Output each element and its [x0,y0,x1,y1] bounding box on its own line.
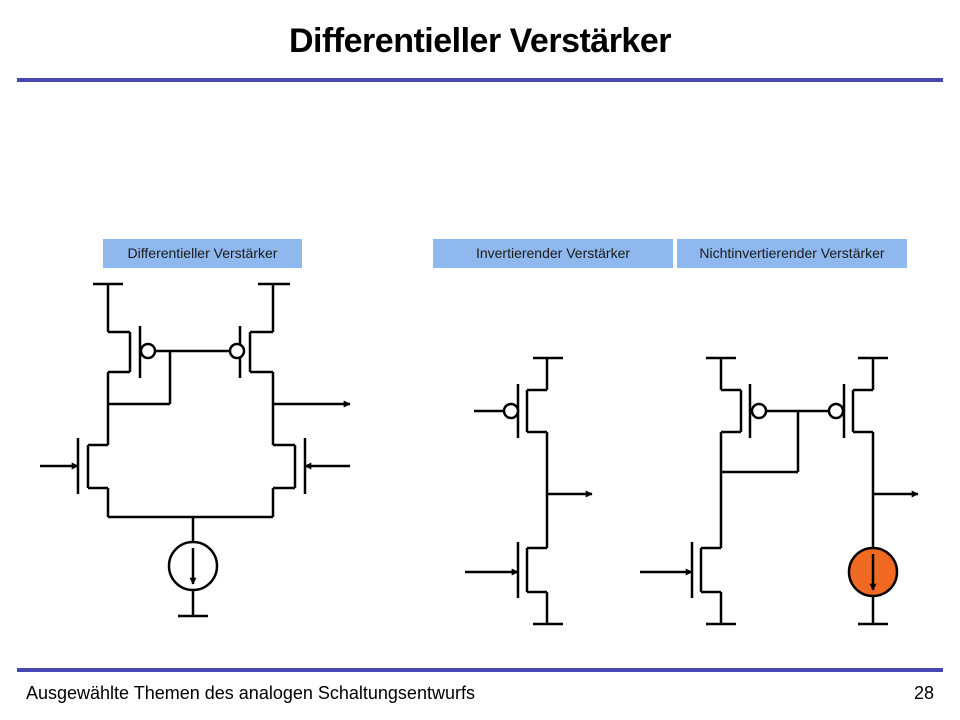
tail-current-source [167,540,219,592]
nmos-input-left [40,438,108,494]
pmos-diode-left [721,384,768,438]
slide-title: Differentieller Verstärker [289,22,671,60]
load-current-source [847,546,899,598]
footer-text: Ausgewählte Themen des analogen Schaltun… [26,683,475,703]
inverting-amplifier-circuit [465,356,593,626]
differential-amplifier-circuit [40,282,351,618]
pmos-load [474,384,547,438]
label-differential-amplifier: Differentieller Verstärker [103,239,302,268]
footer-divider [17,668,943,672]
title-divider [17,78,943,82]
label-noninverting-amplifier: Nichtinvertierender Verstärker [677,239,907,268]
pmos-load-right [228,326,273,378]
nmos-input-right [273,438,350,494]
page-number: 28 [913,683,934,703]
nmos-input [640,542,721,598]
label-inverting-amplifier: Invertierender Verstärker [433,239,673,268]
pmos-load-left [108,326,157,378]
pmos-mirror-right [827,384,873,438]
noninverting-amplifier-circuit [640,356,919,626]
nmos-input [465,542,547,598]
